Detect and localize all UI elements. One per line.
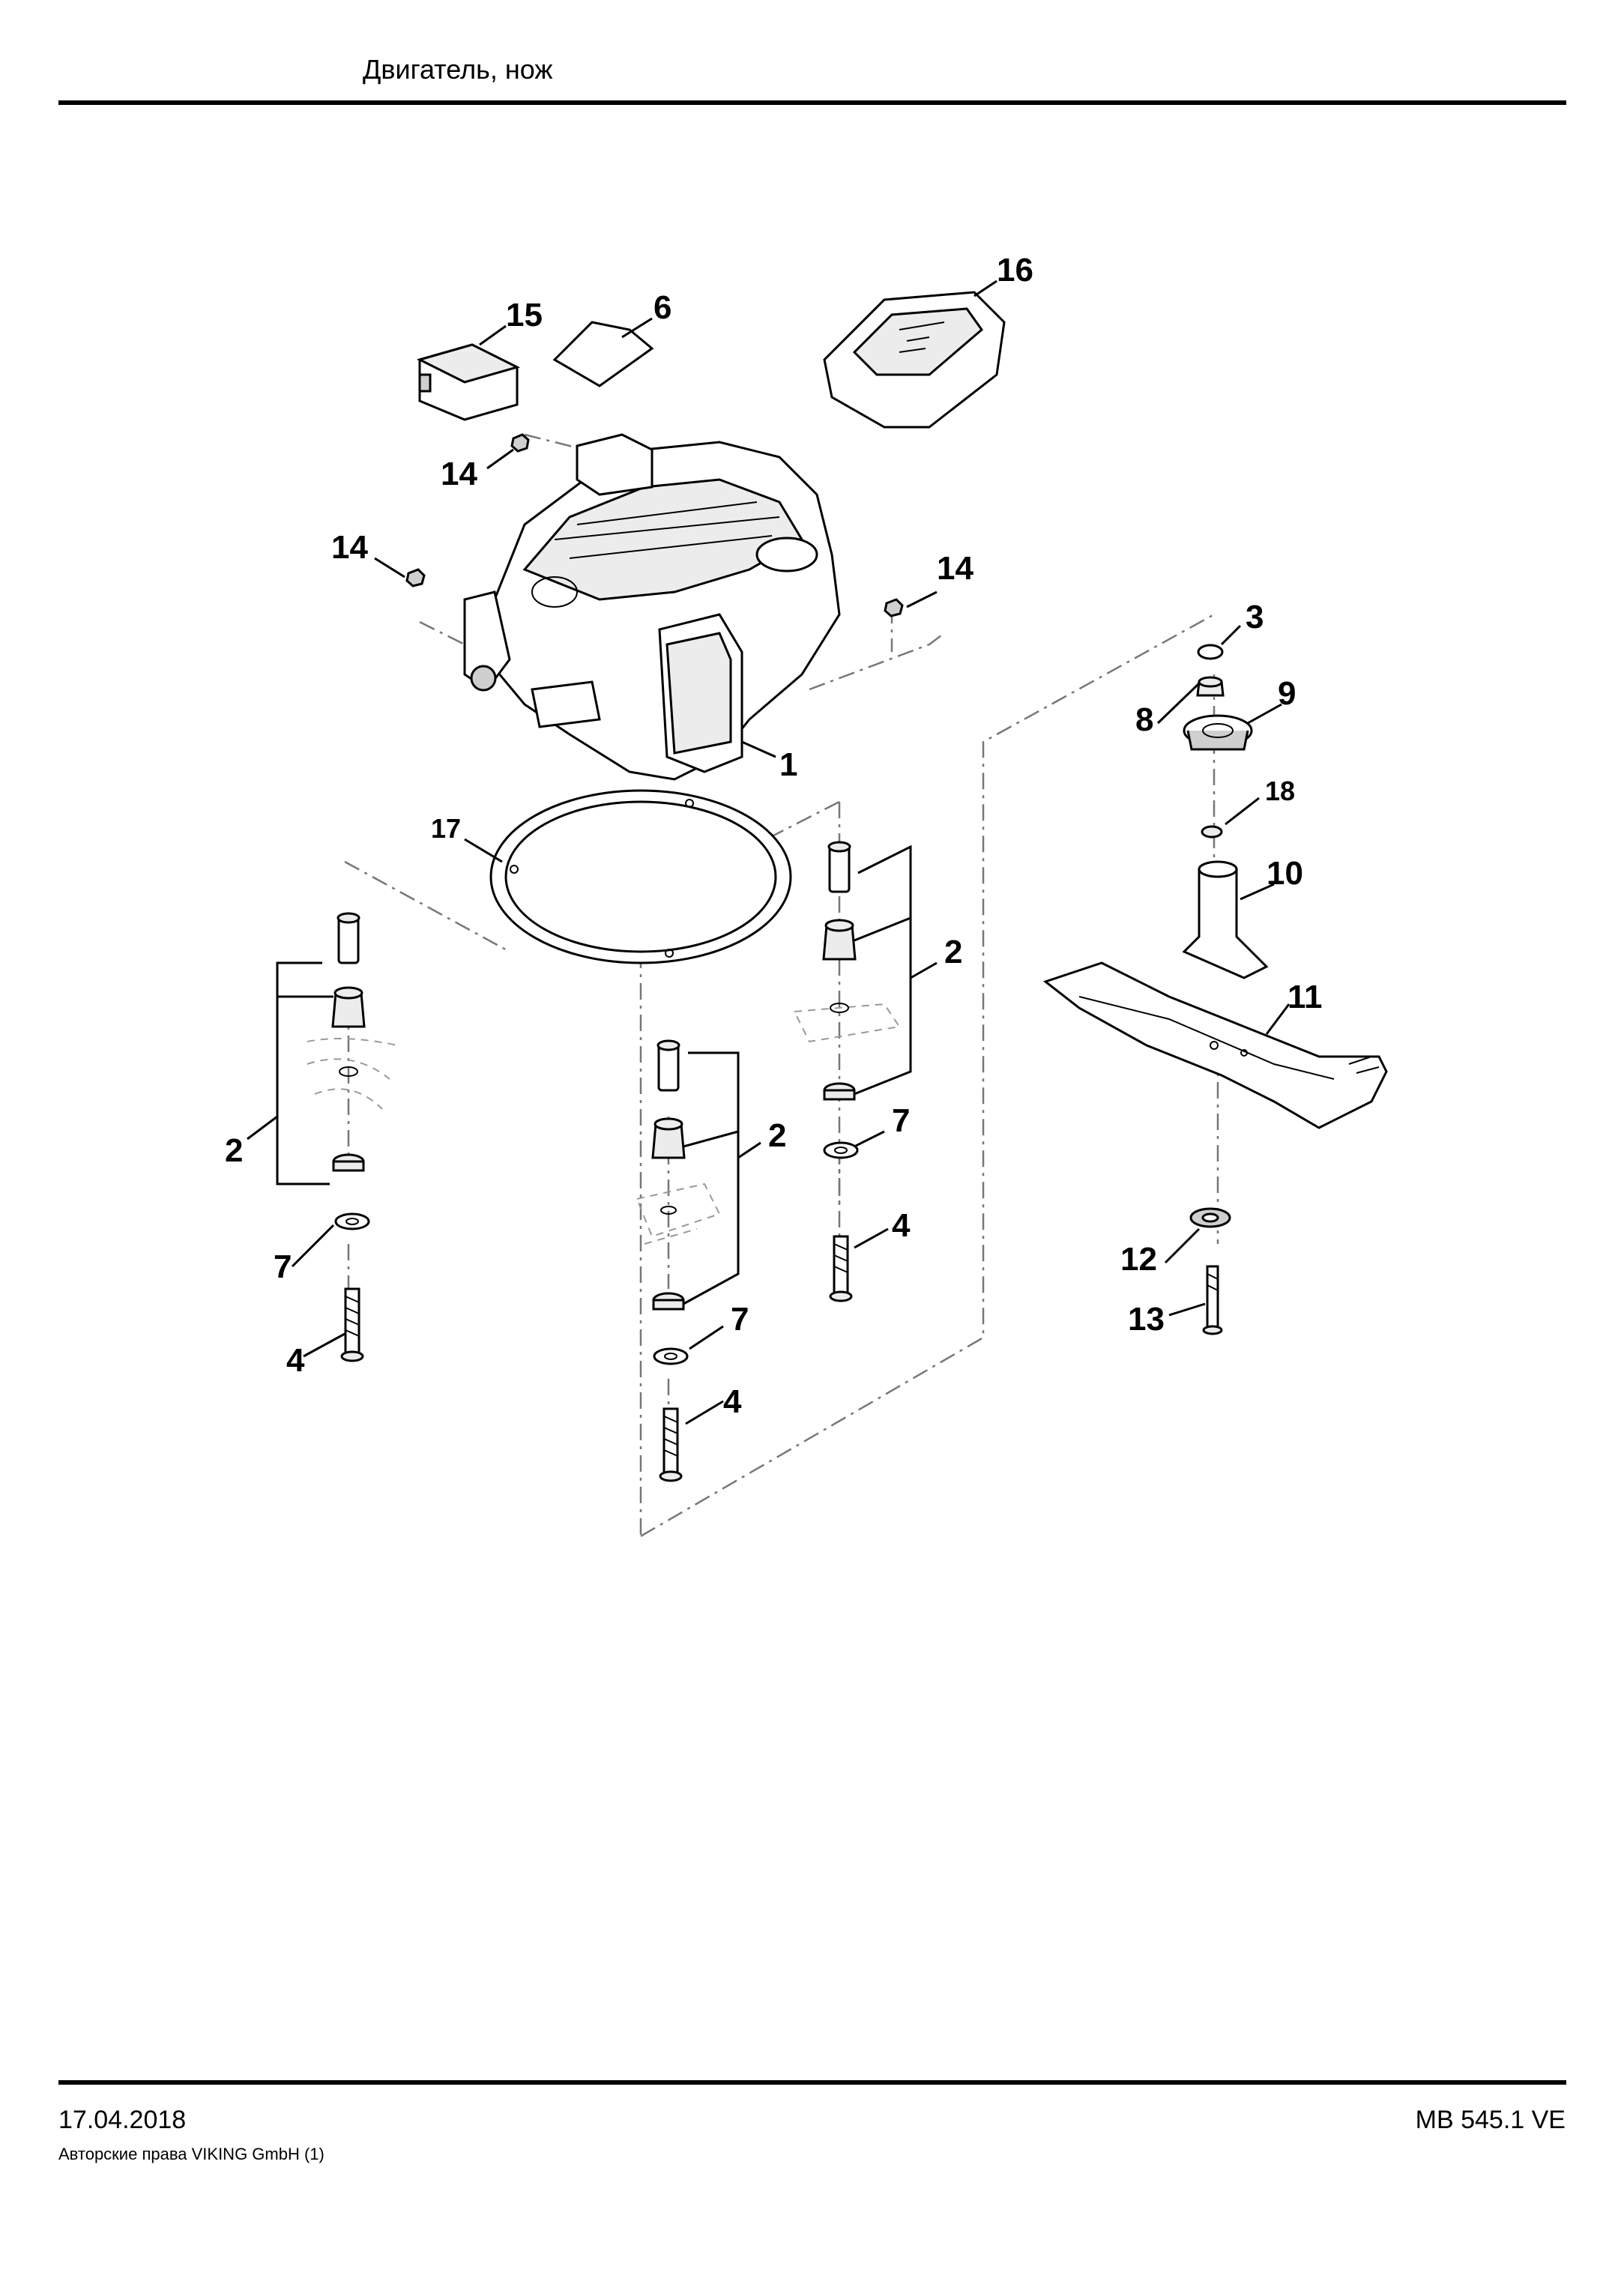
callout-10: 10: [1267, 855, 1303, 892]
mount-stack-right: [793, 841, 901, 1302]
footer-copyright: Авторские права VIKING GmbH (1): [58, 2145, 325, 2163]
callout-6: 6: [653, 289, 671, 326]
engine-part-1: [463, 433, 841, 781]
callout-labels: 16 6 15 14 14 14 1 3 8 9 18 10 11 12 13 …: [225, 252, 1323, 1420]
leader-lines: [247, 280, 1291, 1425]
mount-stack-left: [307, 912, 398, 1362]
gasket-part-17: [489, 789, 792, 964]
callout-9: 9: [1278, 675, 1296, 712]
callout-13: 13: [1128, 1301, 1165, 1338]
footer-date: 17.04.2018: [58, 2106, 187, 2134]
cover-part-16: [823, 291, 1006, 429]
callout-4-right: 4: [892, 1207, 911, 1244]
footer-model: MB 545.1 VE: [1415, 2106, 1566, 2134]
callout-14-top: 14: [441, 456, 477, 492]
header-rule: [58, 100, 1566, 105]
callout-7-right: 7: [892, 1102, 910, 1139]
callout-3: 3: [1246, 599, 1264, 635]
callout-4-middle: 4: [723, 1383, 742, 1420]
callout-4-left: 4: [286, 1342, 305, 1379]
part-3-cap: [1197, 644, 1224, 660]
page-title: Двигатель, нож: [363, 54, 553, 85]
callout-7-left: 7: [274, 1248, 292, 1285]
callout-11: 11: [1288, 979, 1323, 1015]
callout-14-left: 14: [331, 529, 368, 566]
blade-assembly: [1042, 644, 1388, 1335]
air-filter-part-15: [416, 343, 521, 421]
nuts-part-14: [405, 433, 904, 617]
footer-rule: [58, 2080, 1566, 2085]
callout-2-middle: 2: [768, 1117, 786, 1154]
callout-1: 1: [779, 746, 797, 783]
callout-17: 17: [431, 813, 461, 844]
callout-2-right: 2: [944, 934, 962, 970]
callout-8: 8: [1135, 701, 1153, 738]
mount-stack-middle: [636, 1039, 721, 1482]
callout-18: 18: [1265, 776, 1295, 806]
callout-14-right: 14: [937, 550, 974, 587]
callout-16: 16: [997, 252, 1033, 288]
callout-12: 12: [1120, 1241, 1157, 1278]
callout-15: 15: [506, 297, 543, 333]
filter-element-part-6: [552, 321, 654, 387]
callout-2-left: 2: [225, 1132, 243, 1169]
callout-7-middle: 7: [731, 1301, 749, 1338]
